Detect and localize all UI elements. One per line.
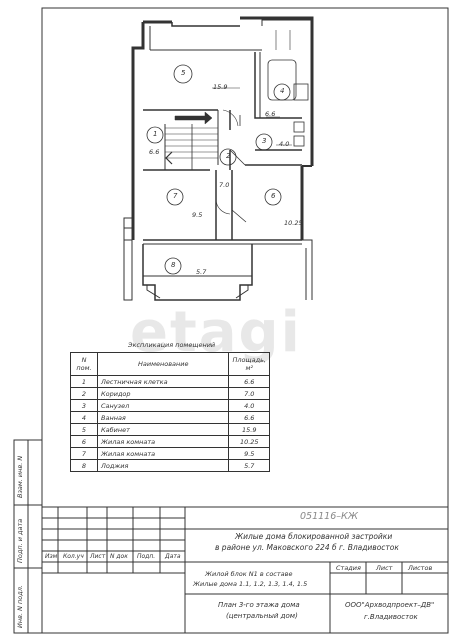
col-izm: Изм	[45, 553, 58, 560]
sheets-header: Листов	[408, 564, 433, 572]
room-3-area: 4.0	[279, 140, 290, 148]
col-list: Лист	[90, 553, 106, 560]
room-markers	[146, 64, 291, 275]
object-line-1: Жилой блок N1 в составе	[205, 570, 293, 578]
row-name: Лоджия	[96, 459, 230, 472]
stage-header: Стадия	[336, 564, 361, 572]
row-num: 8	[70, 459, 98, 472]
room-4-area: 6.6	[265, 110, 276, 118]
explication-title: Экспликация помещений	[128, 341, 216, 349]
col-name-header: Наименование	[96, 352, 230, 376]
drawing-code: 051116–КЖ	[300, 511, 358, 522]
room-3-number: 3	[262, 137, 267, 145]
walls	[123, 16, 314, 301]
col-num-header: N пом.	[70, 352, 98, 376]
room-6-area: 10.25	[284, 219, 303, 227]
project-line-1: Жилые дома блокированной застройки	[235, 532, 393, 541]
col-kol-uch: Кол.уч	[63, 553, 84, 560]
room-5-number: 5	[181, 69, 186, 77]
col-area-header: Площадь, м²	[228, 352, 270, 376]
room-6-number: 6	[271, 192, 276, 200]
room-5-area: 15.9	[213, 83, 228, 91]
room-2-number: 2	[226, 152, 231, 160]
room-1-area: 6.6	[149, 148, 160, 156]
room-7-number: 7	[173, 192, 178, 200]
object-line-2: Жилые дома 1.1, 1.2, 1.3, 1.4, 1.5	[193, 580, 308, 588]
table-header-row: N пом. Наименование Площадь, м²	[70, 352, 270, 376]
org-line-1: ООО"Архводпроект–ДВ"	[345, 601, 435, 609]
org-line-2: г.Владивосток	[364, 613, 418, 621]
room-8-area: 5.7	[196, 268, 207, 276]
sheet-header: Лист	[376, 564, 393, 572]
drawing-name-line-1: План 3-го этажа дома	[218, 601, 300, 609]
col-podp: Подп.	[137, 553, 156, 560]
project-line-2: в районе ул. Маковского 224 б г. Владиво…	[215, 543, 399, 552]
room-7-area: 9.5	[192, 211, 203, 219]
room-1-number: 1	[153, 130, 158, 138]
room-8-number: 8	[171, 261, 176, 269]
col-n-dok: N док	[110, 553, 128, 560]
drawing-name-line-2: (центральный дом)	[226, 612, 298, 620]
room-2-area: 7.0	[219, 181, 230, 189]
room-4-number: 4	[280, 87, 285, 95]
col-data: Дата	[165, 553, 181, 560]
row-area: 5.7	[228, 459, 270, 472]
